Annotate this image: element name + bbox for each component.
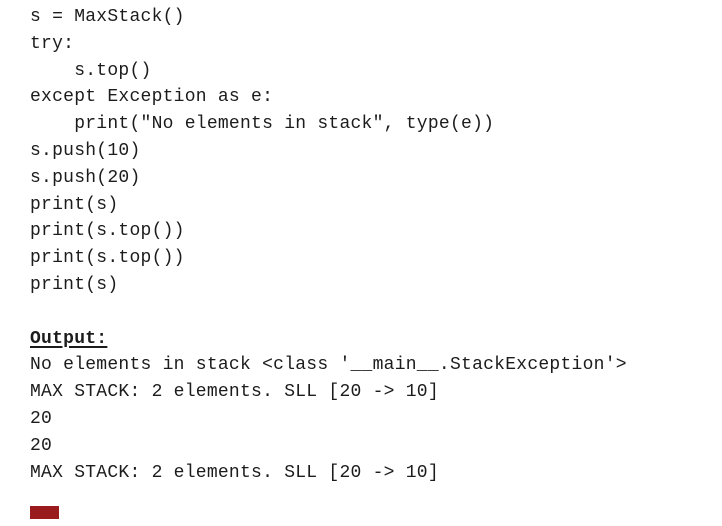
code-and-output-block: s = MaxStack() try: s.top() except Excep… bbox=[30, 4, 722, 486]
output-heading: Output: bbox=[30, 328, 108, 349]
blank-line bbox=[30, 299, 722, 326]
code-line: print(s) bbox=[30, 194, 119, 215]
output-line: MAX STACK: 2 elements. SLL [20 -> 10] bbox=[30, 462, 439, 483]
output-heading-line: Output: bbox=[30, 326, 722, 353]
code-line: s = MaxStack() bbox=[30, 7, 185, 27]
output-line: 20 bbox=[30, 408, 53, 429]
code-line: print(s) bbox=[30, 274, 119, 295]
code-line: except Exception as e: bbox=[30, 87, 274, 108]
output-line: MAX STACK: 2 elements. SLL [20 -> 10] bbox=[30, 382, 439, 403]
output-line: No elements in stack <class '__main__.St… bbox=[30, 355, 627, 376]
output-line: 20 bbox=[30, 435, 53, 456]
code-line: s.push(20) bbox=[30, 167, 141, 188]
code-line: s.push(10) bbox=[30, 140, 141, 161]
code-line: print("No elements in stack", type(e)) bbox=[30, 114, 495, 135]
code-line: try: bbox=[30, 33, 75, 54]
code-line: print(s.top()) bbox=[30, 221, 185, 242]
code-line: s.top() bbox=[30, 60, 152, 81]
code-line: print(s.top()) bbox=[30, 248, 185, 269]
red-accent-bar bbox=[30, 506, 59, 519]
